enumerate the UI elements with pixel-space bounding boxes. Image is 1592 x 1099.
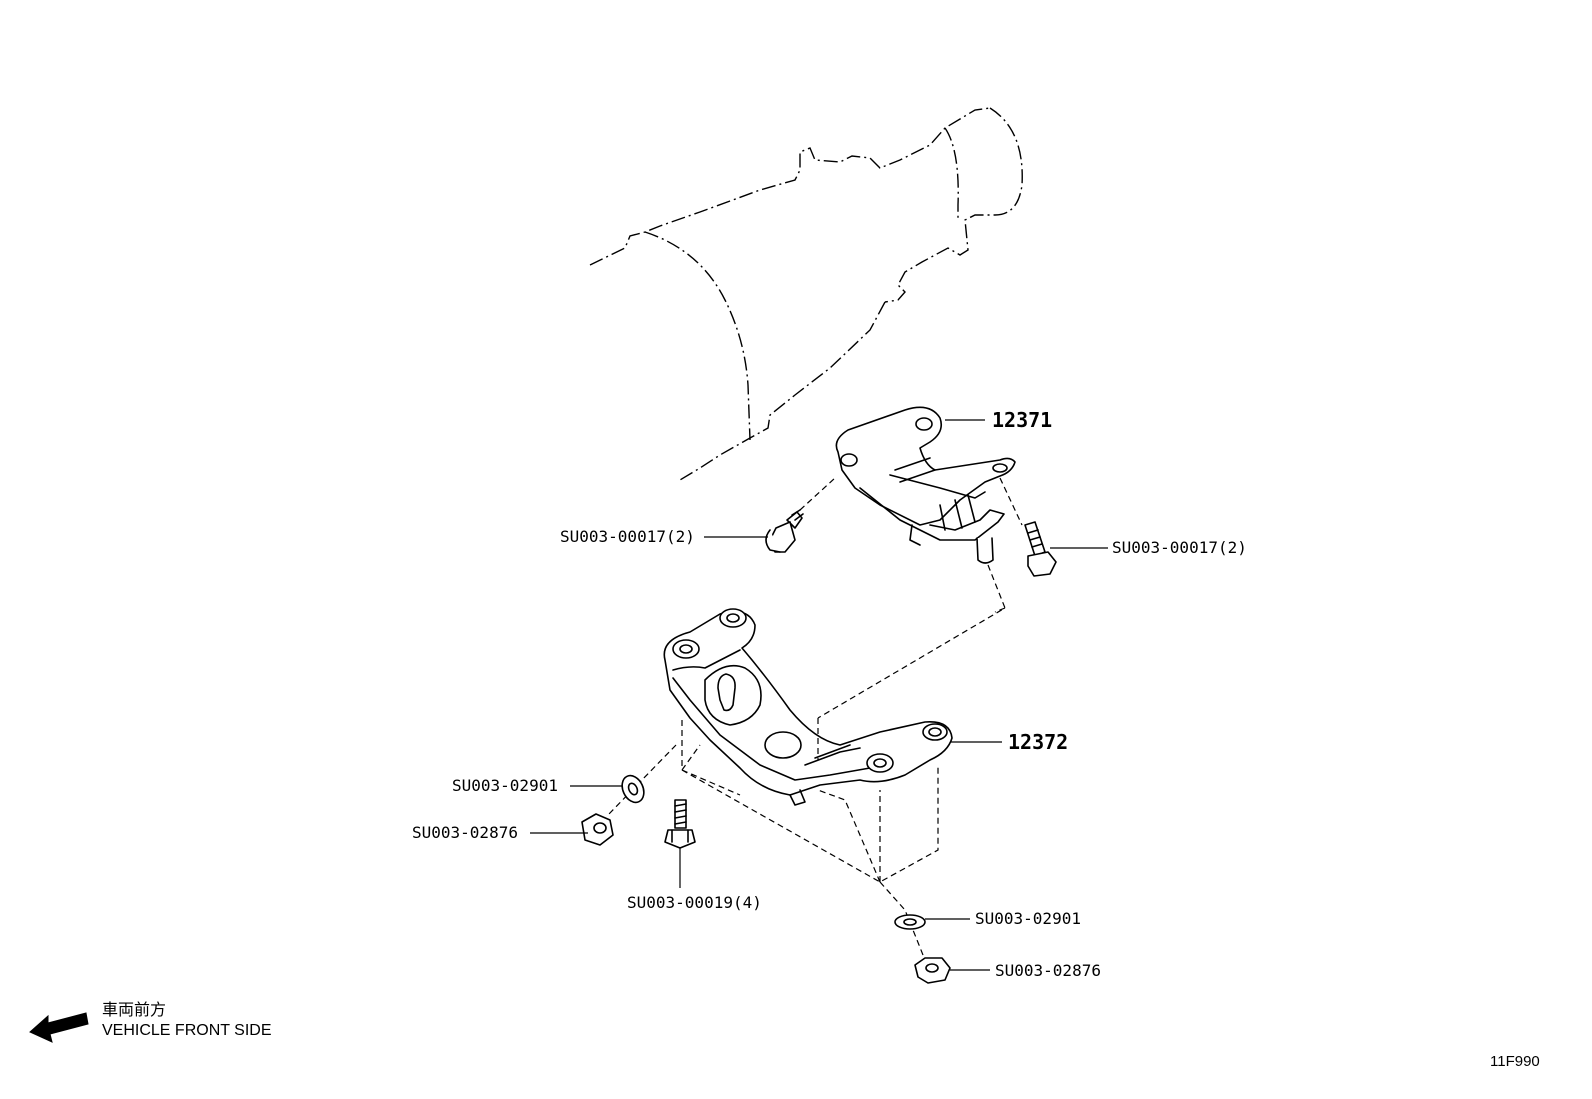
vehicle-front-direction: 車両前方 VEHICLE FRONT SIDE — [29, 1000, 272, 1043]
bolt-lower — [664, 799, 696, 849]
part-number-12371: 12371 — [992, 408, 1052, 432]
connection-line-upper — [799, 477, 836, 511]
washer-right — [894, 914, 926, 930]
transmission-housing-outline — [589, 107, 1023, 481]
callout-nut-right: SU003-02876 — [995, 961, 1101, 980]
callout-bolt-upper-left: SU003-00017(2) — [560, 527, 695, 546]
lower-bracket-12372 — [663, 608, 953, 806]
front-arrow-icon — [29, 1012, 89, 1043]
callout-washer-right: SU003-02901 — [975, 909, 1081, 928]
connection-line-stud — [817, 564, 1006, 719]
callout-bolt-lower: SU003-00019(4) — [627, 893, 762, 912]
bolt-upper-right — [1024, 521, 1057, 577]
bolt-upper-left — [765, 509, 804, 553]
callout-bolt-upper-right: SU003-00017(2) — [1112, 538, 1247, 557]
nut-left — [581, 813, 614, 846]
figure-code: 11F990 — [1490, 1053, 1540, 1070]
direction-label-japanese: 車両前方 — [102, 1000, 166, 1019]
nut-right — [914, 957, 951, 984]
connection-line-left-washer — [607, 744, 677, 816]
direction-label-english: VEHICLE FRONT SIDE — [102, 1022, 272, 1039]
part-number-12372: 12372 — [1008, 730, 1068, 754]
callout-nut-left: SU003-02876 — [412, 823, 518, 842]
callout-washer-left: SU003-02901 — [452, 776, 558, 795]
washer-left — [621, 774, 645, 804]
connection-line-stud — [994, 607, 1006, 613]
upper-mount-12371 — [835, 406, 1016, 564]
connection-line-right-washer — [879, 881, 926, 961]
connection-line-upper — [999, 477, 1023, 526]
leader-lines — [530, 419, 1108, 971]
